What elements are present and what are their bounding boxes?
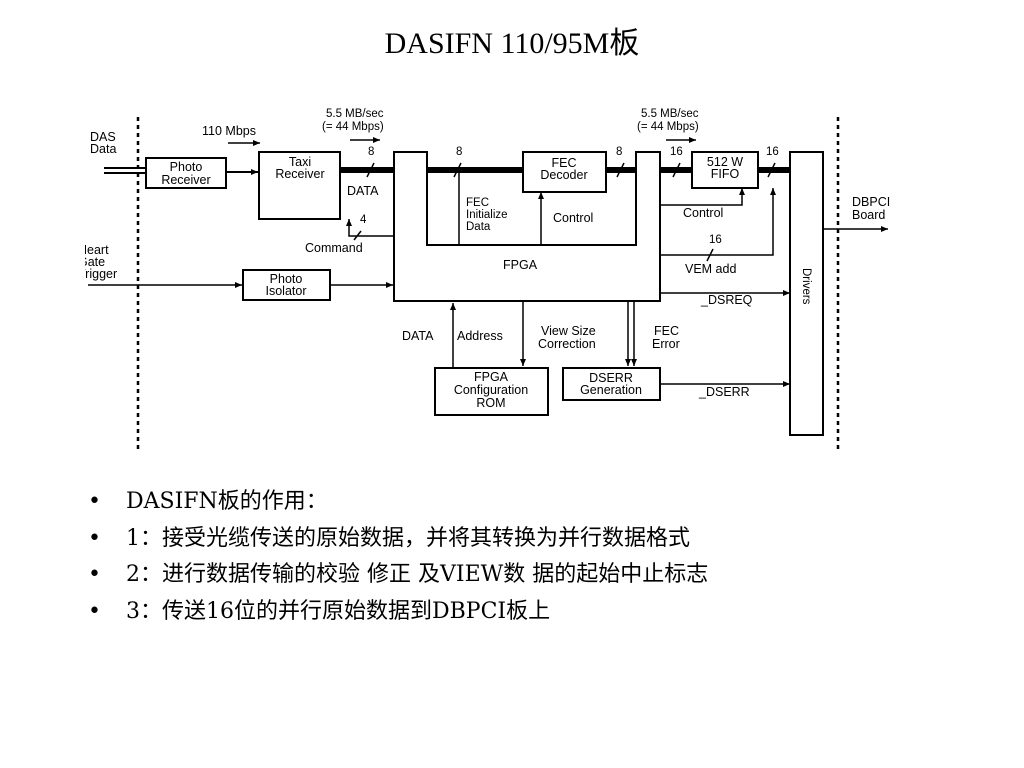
config-rom-label: FPGA	[474, 370, 509, 384]
photo-receiver-label: Photo	[170, 160, 203, 174]
command-label: Command	[305, 241, 363, 255]
bullet-item: • 2：进行数据传输的校验 修正 及VIEW数 据的起始中止标志	[88, 557, 708, 594]
bus-width-8a: 8	[368, 146, 374, 158]
rate-left-label: 5.5 MB/sec	[326, 108, 384, 120]
bullet-text: 3：传送16位的并行原始数据到DBPCI板上	[126, 598, 551, 624]
taxi-receiver-label-2: Receiver	[275, 167, 324, 181]
bullet-dot: •	[88, 598, 101, 624]
bus-tick-16a	[672, 162, 681, 178]
fifo-label-2: FIFO	[711, 167, 740, 181]
bullet-dot: •	[88, 525, 101, 551]
bus-width-8b: 8	[456, 146, 462, 158]
rate-right-label-2: (= 44 Mbps)	[637, 121, 699, 133]
fifo-box	[691, 151, 759, 189]
dbpci-label: DBPCI	[852, 195, 890, 209]
dserr-gen-box	[562, 367, 661, 401]
bullet-item: • DASIFN板的作用：	[88, 484, 708, 521]
das-data-label-2: Data	[90, 142, 116, 156]
vem-add-label: VEM add	[685, 262, 736, 276]
rate-left-label-2: (= 44 Mbps)	[322, 121, 384, 133]
fifo-control-line	[660, 188, 745, 206]
config-rom-box	[434, 367, 549, 416]
data-label: DATA	[347, 184, 379, 198]
fec-error-label-2: Error	[652, 337, 680, 351]
vem-add-line	[660, 188, 776, 256]
vem-tick	[706, 248, 714, 262]
bus-tick-8c	[616, 162, 625, 178]
taxi-receiver-label: Taxi	[289, 155, 311, 169]
rate-110-label: 110 Mbps	[202, 124, 256, 138]
bullet-item: • 3：传送16位的并行原始数据到DBPCI板上	[88, 594, 708, 631]
command-line	[346, 219, 394, 237]
dsreq-label: _DSREQ	[700, 293, 753, 307]
dserr-label: _DSERR	[698, 385, 750, 399]
rate-right-label: 5.5 MB/sec	[641, 108, 699, 120]
taxi-receiver-box	[258, 151, 341, 220]
bullet-text: 1：接受光缆传送的原始数据，并将其转换为并行数据格式	[126, 525, 690, 551]
das-data-label: DAS	[90, 130, 116, 144]
rom-address-label: Address	[457, 329, 503, 343]
fec-decoder-label: FEC	[552, 156, 577, 170]
fec-decoder-label-2: Decoder	[540, 168, 587, 182]
fec-init-label: FEC	[466, 197, 489, 209]
rom-data-label: DATA	[402, 329, 434, 343]
bullet-text: DASIFN板的作用：	[126, 489, 328, 514]
page-title: DASIFN 110/95M板	[384, 27, 640, 60]
bus-width-16a: 16	[670, 146, 683, 158]
config-rom-label-3: ROM	[476, 396, 505, 410]
bus-width-16c: 16	[709, 234, 722, 246]
bullet-text: 2：进行数据传输的校验 修正 及VIEW数 据的起始中止标志	[126, 562, 709, 587]
block-diagram: DAS Data 110 Mbps 5.5 MB/sec (= 44 Mbps)…	[78, 108, 890, 450]
fifo-control-label: Control	[683, 206, 723, 220]
heart-gate-label-3: Trigger	[78, 267, 117, 281]
bus-width-8c: 8	[616, 146, 622, 158]
fifo-label: 512 W	[707, 155, 743, 169]
dbpci-label-2: Board	[852, 208, 885, 222]
view-size-label: View Size	[541, 324, 596, 338]
bullet-item: • 1：接受光缆传送的原始数据，并将其转换为并行数据格式	[88, 521, 708, 558]
fec-error-label: FEC	[654, 324, 679, 338]
bus-tick-8b	[453, 162, 462, 178]
dserr-gen-label-2: Generation	[580, 383, 642, 397]
bus-width-4: 4	[360, 214, 367, 226]
command-tick	[353, 230, 362, 241]
bullet-dot: •	[88, 562, 101, 587]
photo-isolator-box	[242, 269, 331, 301]
drivers-label: Drivers	[800, 268, 812, 305]
bullet-list: • DASIFN板的作用： • 1：接受光缆传送的原始数据，并将其转换为并行数据格式…	[88, 484, 708, 630]
decoder-control-label: Control	[553, 211, 593, 225]
drivers-box	[789, 151, 824, 436]
fpga-label: FPGA	[503, 258, 538, 272]
photo-receiver-label-2: Receiver	[161, 173, 210, 187]
bus-width-16b: 16	[766, 146, 779, 158]
dserr-gen-label: DSERR	[589, 371, 633, 385]
fpga-block	[393, 151, 661, 302]
bus-tick-8a	[366, 162, 375, 178]
heart-gate-label-2: Gate	[78, 255, 105, 269]
view-size-label-2: Correction	[538, 337, 596, 351]
photo-isolator-label: Photo	[270, 272, 303, 286]
heart-gate-label: Heart	[78, 243, 109, 257]
fec-decoder-box	[522, 151, 607, 193]
config-rom-label-2: Configuration	[454, 383, 528, 397]
fec-init-label-2: Initialize	[466, 209, 508, 221]
fec-init-label-3: Data	[466, 221, 491, 233]
photo-isolator-label-2: Isolator	[266, 284, 307, 298]
bullet-dot: •	[88, 489, 101, 514]
bus-tick-16b	[767, 162, 776, 178]
